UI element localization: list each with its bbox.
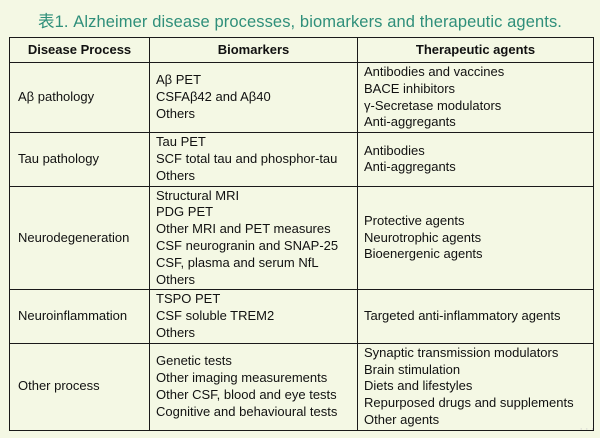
- biomarker-item: CSF, plasma and serum NfL: [156, 254, 319, 270]
- therapeutic-agent-item: Antibodies and vaccines: [364, 64, 505, 79]
- biomarker-item: CSFAβ42 and Aβ40: [156, 89, 271, 105]
- biomarker-item: Structural MRI: [156, 187, 240, 203]
- disease-process-cell: Other process: [9, 342, 150, 431]
- biomarker-item: Other MRI and PET measures: [156, 221, 331, 237]
- header-row: Disease Process Biomarkers Therapeutic a…: [9, 37, 594, 63]
- biomarker-item: CSF neurogranin and SNAP-25: [156, 237, 339, 253]
- therapeutic-agent-item: Anti-aggregants: [364, 159, 456, 175]
- therapeutic-agent-item: BACE inhibitors: [364, 80, 456, 96]
- therapeutic-agent-item: Synaptic transmission modulators: [364, 344, 559, 360]
- disease-process-cell: Aβ pathology: [9, 61, 150, 134]
- therapeutic-agent-item: Diets and lifestyles: [364, 378, 473, 394]
- disease-process-cell: Neuroinflammation: [9, 289, 150, 344]
- header-therapeutic-agents: Therapeutic agents: [357, 37, 594, 63]
- therapeutic-agents-cell: Targeted anti-inflammatory agents: [357, 289, 594, 344]
- therapeutic-agent-item: Anti-aggregants: [364, 114, 456, 130]
- header-biomarkers: Biomarkers: [149, 37, 358, 63]
- disease-process-cell: Tau pathology: [9, 132, 150, 187]
- biomarker-item: Aβ PET: [156, 72, 202, 88]
- biomarker-item: CSF soluble TREM2: [156, 308, 275, 324]
- therapeutic-agent-item: Repurposed drugs and supplements: [364, 395, 574, 411]
- therapeutic-agent-item: Targeted anti-inflammatory agents: [364, 308, 561, 324]
- therapeutic-agent-item: Neurotrophic agents: [364, 229, 482, 245]
- biomarker-item: Genetic tests: [156, 353, 232, 369]
- biomarker-item: Others: [156, 271, 196, 287]
- header-disease-process: Disease Process: [9, 37, 150, 63]
- biomarker-item: Others: [156, 167, 196, 183]
- disease-process-cell: Neurodegeneration: [9, 185, 150, 291]
- biomarker-item: Tau PET: [156, 134, 206, 150]
- therapeutic-agent-item: Brain stimulation: [364, 361, 461, 377]
- biomarker-item: Cognitive and behavioural tests: [156, 403, 338, 419]
- biomarker-item: TSPO PET: [156, 291, 221, 307]
- therapeutic-agent-item: Protective agents: [364, 212, 465, 228]
- therapeutic-agent-item: Antibodies: [364, 142, 425, 158]
- therapeutic-agent-item: γ-Secretase modulators: [364, 97, 502, 113]
- biomarker-item: Other CSF, blood and eye tests: [156, 386, 337, 402]
- corner-watermark: · · ·: [579, 425, 594, 435]
- biomarker-item: Other imaging measurements: [156, 369, 328, 385]
- table-caption: 表1. Alzheimer disease processes, biomark…: [38, 13, 562, 31]
- therapeutic-agent-item: Bioenergenic agents: [364, 246, 483, 262]
- alzheimer-table: Disease Process Biomarkers Therapeutic a…: [9, 37, 594, 431]
- biomarker-item: SCF total tau and phosphor-tau: [156, 150, 338, 166]
- biomarker-item: PDG PET: [156, 204, 214, 220]
- therapeutic-agent-item: Other agents: [364, 411, 440, 427]
- biomarker-item: Others: [156, 324, 196, 340]
- biomarker-item: Others: [156, 105, 196, 121]
